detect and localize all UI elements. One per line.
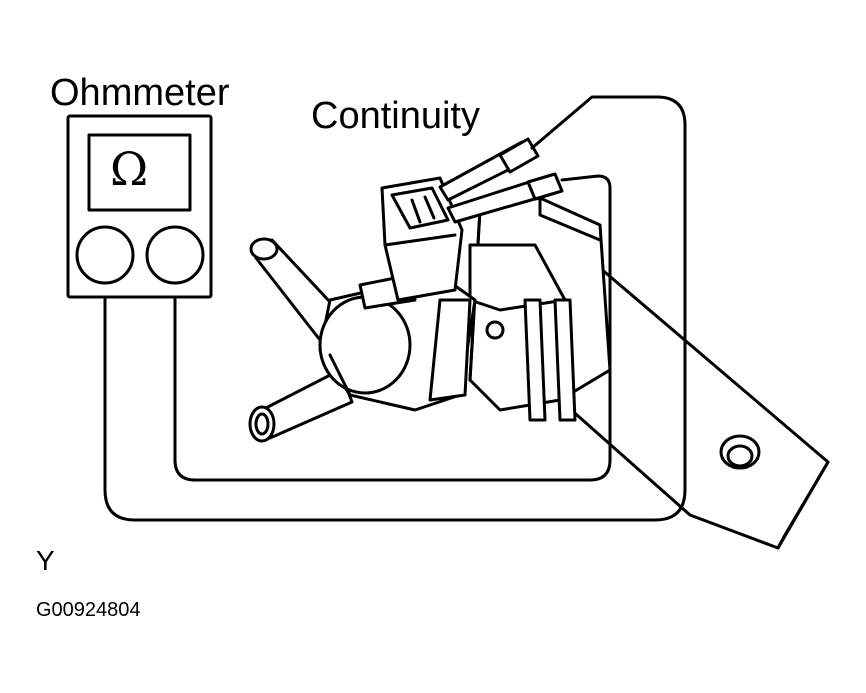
vsv-valve-body xyxy=(468,196,612,422)
ohmmeter-display xyxy=(87,133,192,212)
test-probe-2 xyxy=(446,172,564,224)
ohmmeter-terminal-right xyxy=(145,225,205,285)
test-lead-outer xyxy=(103,95,687,522)
continuity-label: Continuity xyxy=(311,95,480,137)
ohmmeter-terminal-left xyxy=(75,225,135,285)
lower-hose-nipple xyxy=(248,368,354,443)
ohm-symbol: Ω xyxy=(110,142,149,196)
ohmmeter-label: Ohmmeter xyxy=(50,72,230,114)
view-letter-label: Y xyxy=(36,545,55,576)
figure-id-label: G00924804 xyxy=(36,599,141,621)
test-lead-inner xyxy=(173,174,612,482)
test-probe-1 xyxy=(438,137,540,202)
solenoid-coil-housing xyxy=(318,273,477,412)
electrical-connector xyxy=(380,176,464,302)
ohmmeter-device xyxy=(66,114,213,299)
